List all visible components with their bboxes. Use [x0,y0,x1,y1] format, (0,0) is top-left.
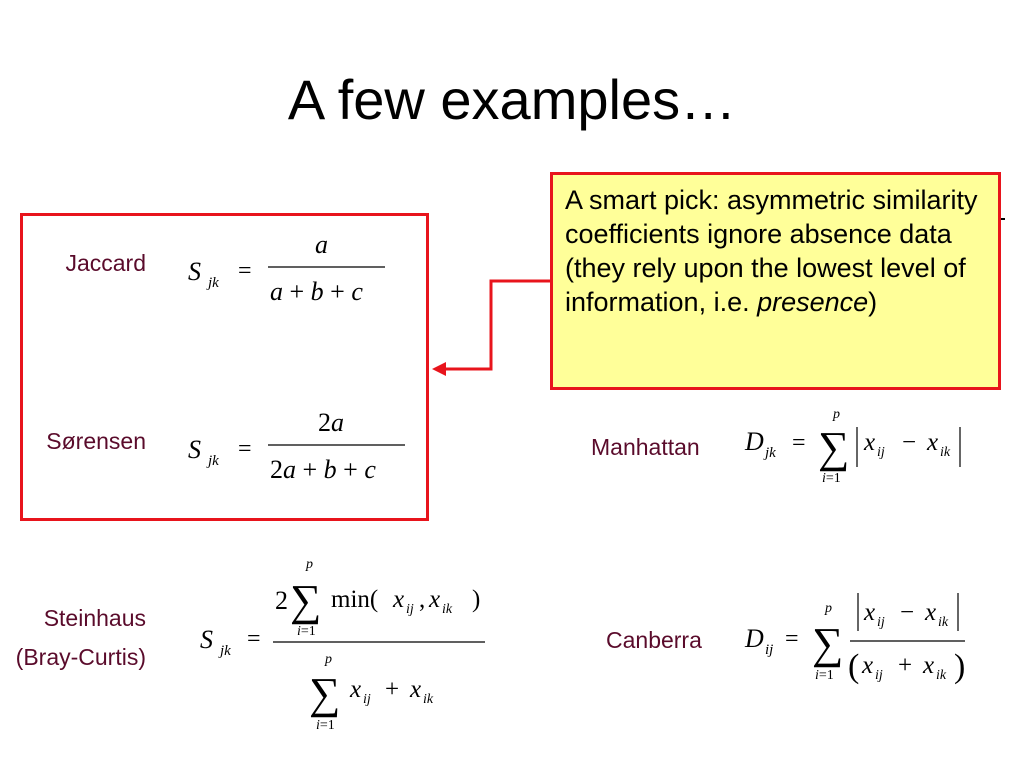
svg-text:i=1: i=1 [297,624,316,639]
svg-text:): ) [472,586,480,613]
asymmetric-coefficients-frame [20,213,429,521]
label-canberra: Canberra [606,627,702,653]
svg-text:p: p [305,557,313,572]
svg-text:=: = [238,436,252,462]
svg-text:S: S [188,435,201,464]
svg-text:+: + [898,652,912,679]
svg-text:x: x [863,599,875,626]
svg-text:=: = [792,430,806,456]
svg-text:x: x [924,599,936,626]
svg-text:x: x [428,586,440,613]
label-sorensen: Sørensen [46,428,146,454]
label-manhattan: Manhattan [591,434,700,460]
svg-text:): ) [954,648,965,685]
svg-text:ik: ik [936,668,947,683]
svg-text:jk: jk [206,453,219,469]
callout-note: A smart pick: asymmetric similarity coef… [550,172,1001,390]
svg-text:ij: ij [877,445,885,460]
svg-text:∑: ∑ [812,619,843,668]
svg-text:ij: ij [875,668,883,683]
svg-text:jk: jk [218,643,231,659]
jaccard-formula: S jk = a a + b + c [188,230,385,306]
callout-text: A smart pick: asymmetric similarity coef… [565,185,978,317]
svg-text:x: x [863,429,875,456]
svg-text:∑: ∑ [818,423,849,472]
svg-text:D: D [744,624,764,653]
svg-text:i=1: i=1 [822,471,841,486]
svg-text:x: x [861,652,873,679]
callout-emphasis: presence [757,287,869,317]
svg-text:S: S [200,625,213,654]
svg-text:p: p [324,652,332,667]
svg-text:ik: ik [423,692,434,707]
canberra-formula: D ij = p ∑ i=1 x ij − x ik ( x ij + x ik… [744,593,965,685]
svg-text:x: x [926,429,938,456]
svg-text:min(: min( [331,586,378,613]
svg-text:=: = [247,626,261,652]
svg-text:ij: ij [406,602,414,617]
steinhaus-formula: S jk = p 2 ∑ i=1 min( x ij , x ik ) p ∑ … [200,557,485,733]
svg-text:x: x [409,676,421,703]
svg-text:−: − [902,429,916,456]
svg-text:a: a [315,230,328,259]
svg-text:+: + [385,676,399,703]
svg-text:−: − [900,599,914,626]
svg-text:∑: ∑ [290,576,321,625]
svg-text:jk: jk [763,445,776,461]
svg-text:,: , [419,586,425,613]
svg-text:i=1: i=1 [316,718,335,733]
svg-text:jk: jk [206,275,219,291]
svg-text:i=1: i=1 [815,668,834,683]
callout-edge-mark [1001,218,1005,220]
svg-text:a + b + c: a + b + c [270,277,363,306]
svg-text:2a + b + c: 2a + b + c [270,455,376,484]
label-steinhaus: Steinhaus [43,605,146,631]
svg-text:(: ( [848,648,859,685]
svg-text:∑: ∑ [309,669,340,718]
manhattan-formula: D jk = p ∑ i=1 x ij − x ik [744,407,961,486]
svg-text:ij: ij [363,692,371,707]
svg-text:ik: ik [938,615,949,630]
svg-text:x: x [349,676,361,703]
svg-text:ik: ik [940,445,951,460]
svg-text:=: = [785,626,799,652]
svg-text:2a: 2a [318,408,344,437]
label-bray-curtis: (Bray-Curtis) [15,644,146,670]
svg-text:x: x [922,652,934,679]
svg-text:p: p [832,407,840,422]
slide-title: A few examples… [287,68,737,131]
svg-text:=: = [238,258,252,284]
svg-text:ij: ij [877,615,885,630]
svg-text:S: S [188,257,201,286]
svg-text:ik: ik [442,602,453,617]
svg-text:x: x [392,586,404,613]
callout-text-end: ) [868,287,878,317]
svg-text:ij: ij [765,642,773,658]
svg-text:p: p [824,601,832,616]
svg-text:2: 2 [275,586,288,615]
sorensen-formula: S jk = 2a 2a + b + c [188,408,405,484]
label-jaccard: Jaccard [65,250,146,276]
svg-text:D: D [744,427,764,456]
